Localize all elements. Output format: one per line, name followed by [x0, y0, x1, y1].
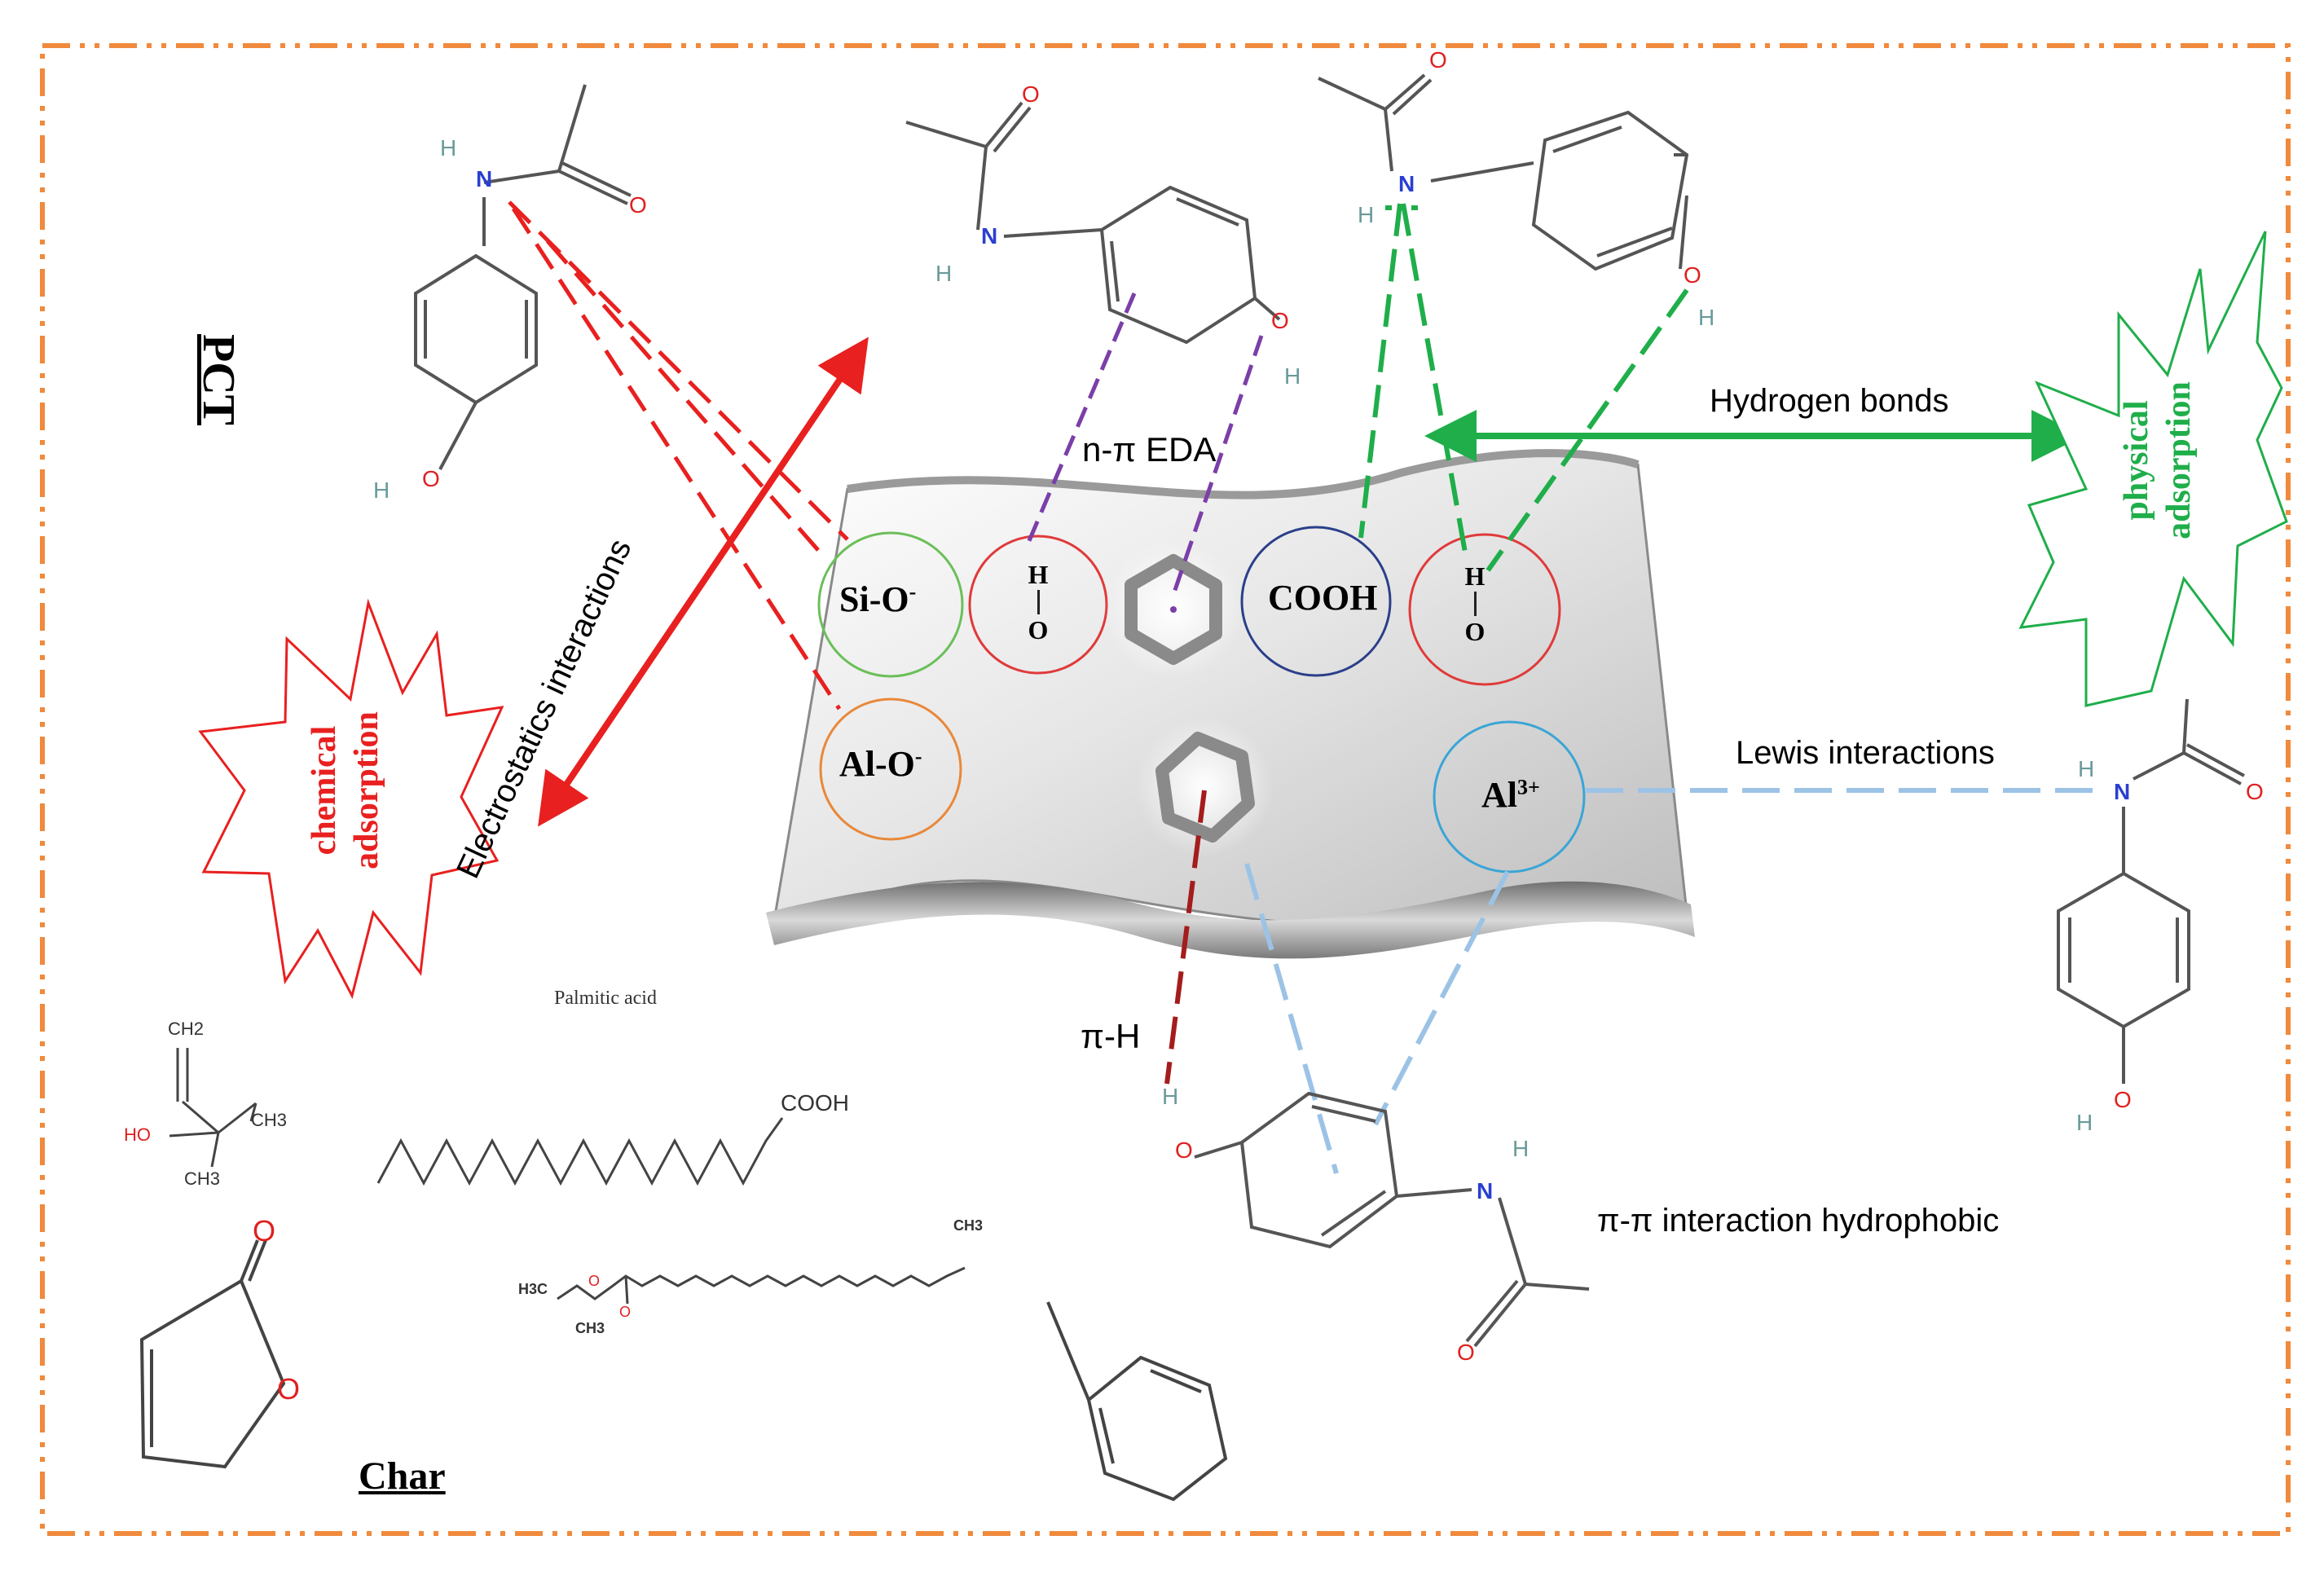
pct1-o-hydroxyl: O — [422, 466, 440, 491]
oh1-o: O — [1028, 615, 1049, 645]
physical-label-line1: physical — [2118, 400, 2155, 521]
chemical-adsorption-label: chemical adsorption — [303, 701, 388, 880]
lewis-lines — [1244, 788, 2104, 1174]
pct3-n: N — [1398, 171, 1415, 196]
pct5-n: N — [1477, 1178, 1494, 1204]
oh1-bond — [1037, 590, 1040, 614]
pct4-n: N — [2114, 779, 2131, 804]
pct1-o-carbonyl: O — [629, 192, 647, 218]
palmitic-acid-chain — [376, 1117, 784, 1186]
al3-label: Al3+ — [1481, 774, 1540, 816]
pct4-o-carbonyl: O — [2246, 779, 2264, 804]
pct4-o-hydroxyl: O — [2114, 1087, 2132, 1112]
pct1-n: N — [476, 166, 493, 191]
pct5-o-carbonyl: O — [1457, 1340, 1475, 1365]
pct2-h-hydroxyl: H — [1284, 363, 1301, 389]
char-label: Char — [359, 1454, 446, 1498]
site-al3 — [1433, 720, 1586, 874]
butenol-ch3-bottom: CH3 — [184, 1168, 221, 1189]
char-molecule-butenol — [169, 1048, 257, 1168]
si-o-charge: - — [909, 579, 917, 604]
al3-charge: 3+ — [1517, 775, 1540, 799]
chemical-label-line1: chemical — [306, 725, 343, 856]
pct1-h-hydroxyl: H — [373, 477, 390, 503]
oh1-h: H — [1028, 560, 1049, 589]
palmitic-acid-label: Palmitic acid — [554, 988, 657, 1009]
pct3-o-carbonyl: O — [1429, 47, 1447, 73]
pct2-o-carbonyl: O — [1022, 81, 1040, 107]
myristate-o-carbonyl: O — [619, 1304, 632, 1320]
n-pi-eda-label: n-π EDA — [1082, 430, 1217, 469]
physical-adsorption-starburst — [2018, 231, 2288, 707]
pct2-h: H — [935, 261, 953, 286]
pct-molecule-1 — [414, 84, 632, 470]
al-o-label: Al-O- — [839, 743, 922, 785]
oh2-bond — [1473, 592, 1477, 616]
oh2-o: O — [1464, 617, 1486, 646]
si-o-label: Si-O- — [839, 579, 916, 620]
oh-site-1-label: H O — [1020, 561, 1056, 644]
physical-label-line2: adsorption — [2160, 381, 2198, 539]
pct3-h: H — [1358, 202, 1375, 227]
char-molecule-toluene — [1046, 1301, 1228, 1502]
oh2-h: H — [1464, 561, 1486, 591]
pct2-n: N — [981, 223, 998, 249]
hydrogen-bonds-label: Hydrogen bonds — [1710, 383, 1949, 419]
furanone-o-carbonyl: O — [253, 1214, 276, 1248]
physical-adsorption-label: physical adsorption — [2115, 350, 2200, 570]
pct-molecule-2 — [905, 101, 1281, 345]
n-pi-eda-lines — [1026, 293, 1264, 596]
pct5-h-hydroxyl: H — [1162, 1084, 1179, 1109]
butenol-ho: HO — [124, 1124, 151, 1145]
pct-molecule-5 — [1194, 1091, 1590, 1348]
electrostatics-label: Electrostatics interactions — [450, 533, 639, 884]
pct5-h: H — [1512, 1136, 1530, 1161]
pct1-h: H — [440, 135, 457, 161]
oh-site-2-label: H O — [1457, 562, 1493, 645]
myristate-ch3-bottom: CH3 — [575, 1320, 605, 1336]
furanone-o-ring: O — [277, 1372, 301, 1406]
pct-molecule-3 — [1318, 73, 1689, 271]
myristate-o-ester: O — [588, 1273, 601, 1289]
pct-label: PCT — [193, 334, 244, 425]
cooh-label: COOH — [1268, 578, 1378, 618]
palmitic-cooh: COOH — [781, 1090, 849, 1116]
butenol-ch2: CH2 — [168, 1019, 205, 1039]
ester-carbonyl — [624, 1275, 629, 1305]
char-molecule-furanone — [139, 1239, 286, 1469]
pct5-o-hydroxyl: O — [1175, 1138, 1193, 1163]
surface-benzene-ring-2 — [1135, 718, 1274, 856]
myristate-ch3-end: CH3 — [953, 1217, 984, 1234]
hydrogen-bond-lines — [1358, 203, 1689, 572]
pct2-o-hydroxyl: O — [1271, 308, 1289, 333]
electrostatic-arrow — [538, 337, 869, 827]
lewis-label: Lewis interactions — [1736, 735, 1995, 771]
butenol-ch3-right: CH3 — [251, 1110, 288, 1130]
chemical-adsorption-starburst — [198, 598, 504, 1000]
chemical-label-line2: adsorption — [348, 711, 385, 869]
isopropyl-myristate-chain — [557, 1266, 966, 1300]
outer-frame — [40, 43, 2291, 1536]
pi-h-line — [1164, 790, 1207, 1085]
pct3-o-hydroxyl: O — [1684, 262, 1701, 288]
al-o-text: Al-O — [839, 744, 915, 784]
surface-benzene-ring-1 — [1104, 540, 1243, 679]
pct4-h-hydroxyl: H — [2076, 1110, 2093, 1135]
pi-h-label: π-H — [1081, 1017, 1141, 1055]
al3-text: Al — [1481, 775, 1517, 815]
al-o-charge: - — [914, 744, 922, 768]
pct3-h-hydroxyl: H — [1698, 305, 1715, 330]
myristate-h3c: H3C — [518, 1281, 548, 1297]
pct-molecule-4 — [2057, 698, 2245, 1084]
si-o-text: Si-O — [839, 579, 909, 619]
pct4-h: H — [2078, 756, 2095, 781]
site-oh-2 — [1408, 533, 1561, 686]
pi-pi-label: π-π interaction hydrophobic — [1597, 1203, 2000, 1239]
